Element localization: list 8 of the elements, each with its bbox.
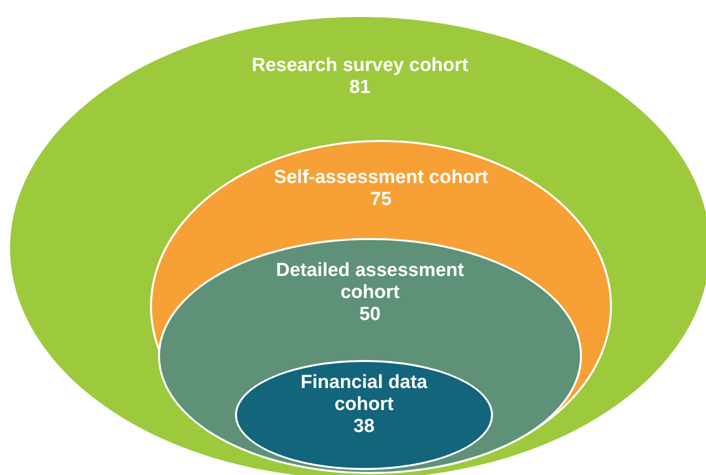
cohort-label: Detailed assessment cohort [275, 260, 465, 304]
cohort-label: Research survey cohort [252, 55, 468, 77]
cohort-count: 75 [370, 189, 392, 211]
cohort-count: 38 [353, 416, 375, 438]
cohort-label: Financial data cohort [300, 372, 428, 416]
cohort-count: 81 [349, 77, 371, 99]
cohort-count: 50 [359, 304, 381, 326]
cohort-label: Self-assessment cohort [274, 167, 488, 189]
